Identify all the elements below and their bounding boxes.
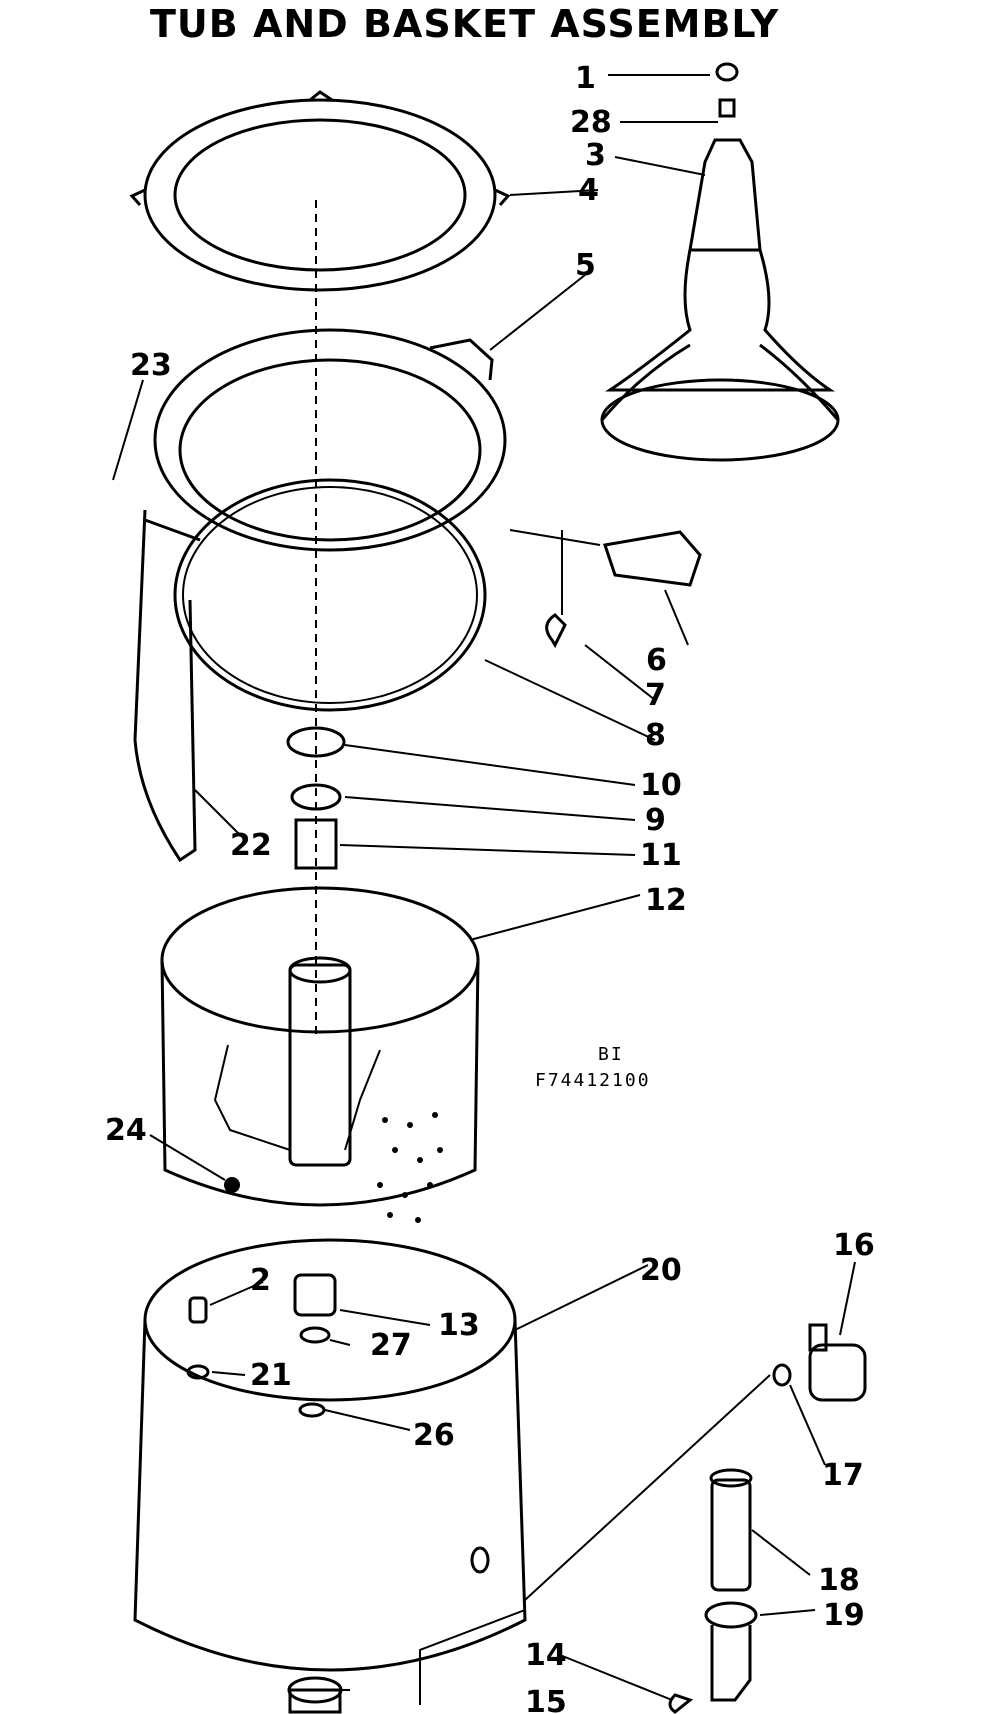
tub-cover-part [153, 328, 507, 552]
hub-part [294, 818, 338, 870]
label-9: 9 [645, 803, 666, 838]
label-4: 4 [578, 173, 599, 208]
label-15: 15 [525, 1685, 567, 1714]
diagram-title: TUB AND BASKET ASSEMBLY [150, 2, 780, 46]
leader-lines [112, 74, 856, 1701]
clip-14-part [668, 1693, 694, 1714]
label-16: 16 [833, 1228, 875, 1263]
label-12: 12 [645, 883, 687, 918]
label-17: 17 [822, 1458, 864, 1493]
bracket-part [509, 529, 702, 587]
label-2: 2 [250, 1263, 271, 1298]
label-11: 11 [640, 838, 682, 873]
clamp-part [772, 1363, 792, 1387]
pin-part [188, 1296, 208, 1324]
seal-part [290, 783, 342, 811]
label-19: 19 [823, 1598, 865, 1633]
label-13: 13 [438, 1308, 480, 1343]
bottom-fitting-part [287, 1676, 343, 1714]
outer-tub-part [133, 1238, 527, 1672]
label-18: 18 [818, 1563, 860, 1598]
shield-part [133, 509, 201, 863]
label-10: 10 [640, 768, 682, 803]
pump-part [808, 1323, 867, 1402]
plug-part [298, 1402, 326, 1418]
label-3: 3 [585, 138, 606, 173]
label-20: 20 [640, 1253, 682, 1288]
grommet-part [186, 1364, 210, 1380]
nut-part [286, 726, 346, 758]
agitator-part [600, 62, 840, 462]
label-24: 24 [105, 1113, 147, 1148]
label-6: 6 [646, 643, 667, 678]
model-ref-line1: BI [598, 1044, 624, 1065]
hose-part [668, 1468, 758, 1714]
clip-part [545, 613, 567, 649]
label-21: 21 [250, 1358, 292, 1393]
washer-part [299, 1326, 331, 1344]
label-14: 14 [525, 1638, 567, 1673]
gasket-part [173, 478, 487, 712]
label-23: 23 [130, 348, 172, 383]
fastener-icon [224, 1177, 240, 1193]
coupling-part [293, 1273, 337, 1317]
label-28: 28 [570, 105, 612, 140]
model-ref-line2: F74412100 [535, 1070, 651, 1091]
basket-part [160, 886, 480, 1223]
label-1: 1 [575, 61, 596, 96]
label-22: 22 [230, 828, 272, 863]
label-5: 5 [575, 248, 596, 283]
label-8: 8 [645, 718, 666, 753]
label-26: 26 [413, 1418, 455, 1453]
tub-ring-part [129, 90, 511, 292]
label-7: 7 [645, 678, 666, 713]
label-27: 27 [370, 1328, 412, 1363]
